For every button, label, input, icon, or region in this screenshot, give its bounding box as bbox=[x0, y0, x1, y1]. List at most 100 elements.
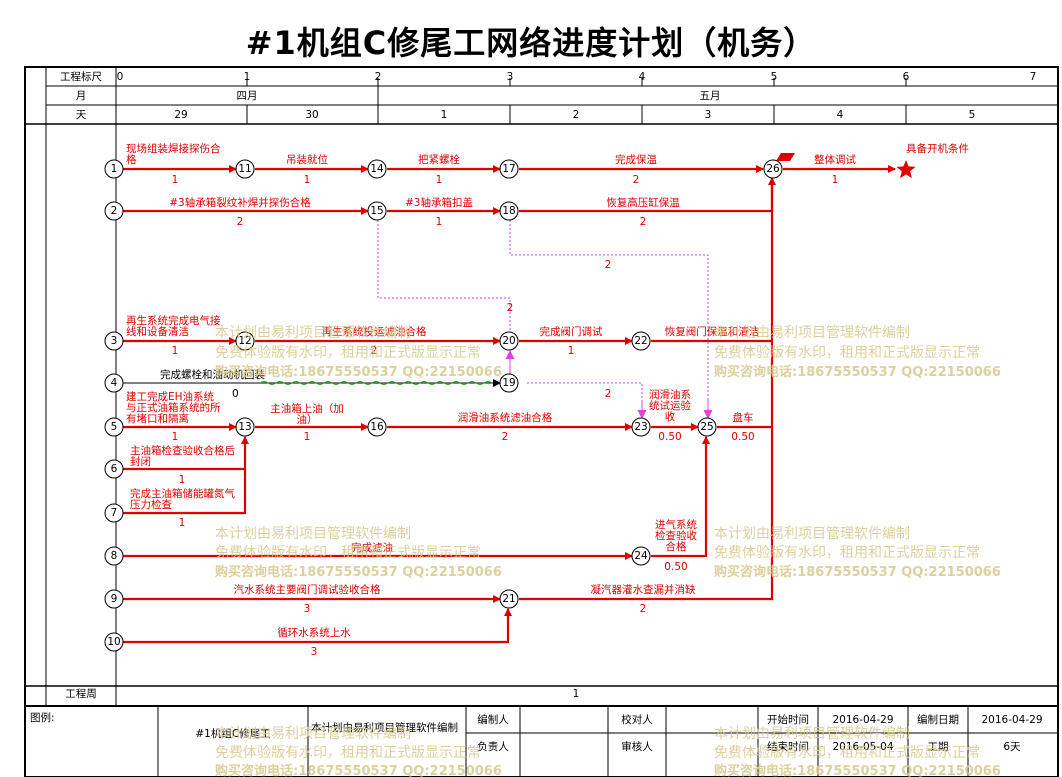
watermark-line: 免费体验版有水印，租用和正式版显示正常 bbox=[215, 745, 481, 761]
activity-label: 进气系统检查验收合格 bbox=[655, 518, 697, 553]
scale-tick-label: 5 bbox=[771, 71, 778, 83]
node-circle bbox=[499, 373, 519, 393]
node-circle bbox=[104, 632, 124, 652]
activity-arrow bbox=[123, 608, 512, 644]
node-circle bbox=[104, 503, 124, 523]
node-number: 21 bbox=[502, 593, 515, 605]
node-25: 25 bbox=[697, 417, 717, 437]
node-18: 18 bbox=[499, 201, 519, 221]
node-2: 2 bbox=[104, 201, 124, 221]
scale-tick-label: 1 bbox=[244, 71, 251, 83]
watermark-line: 本计划由易利项目管理软件编制 bbox=[714, 726, 910, 742]
activity-label: #3轴承箱裂纹补焊并探伤合格 bbox=[169, 196, 311, 209]
node-19: 19 bbox=[499, 373, 519, 393]
activity-label: 凝汽器灌水查漏并消缺 bbox=[591, 583, 696, 596]
activity-duration: 2 bbox=[371, 345, 378, 357]
activity-duration: 2 bbox=[502, 431, 509, 443]
auditor-label: 审核人 bbox=[621, 740, 653, 753]
activity-duration: 0.50 bbox=[731, 431, 754, 443]
node-number: 14 bbox=[370, 163, 384, 175]
activity-label: 完成阀门调试 bbox=[540, 325, 603, 338]
activity-duration: 0.50 bbox=[658, 431, 681, 443]
legend-label: 图例: bbox=[30, 711, 55, 724]
node-7: 7 bbox=[104, 503, 124, 523]
activity-label: 再生系统完成电气接线和设备清洁 bbox=[126, 314, 221, 338]
activity-label: 建工完成EH油系统与正式油箱系统的所有堵口和隔离 bbox=[126, 390, 221, 425]
activity-duration: 1 bbox=[304, 174, 311, 186]
activity-label: 盘车 bbox=[733, 411, 754, 424]
watermark-line: 本计划由易利项目管理软件编制 bbox=[215, 726, 411, 742]
editor-label: 编制人 bbox=[477, 713, 509, 726]
node-number: 1 bbox=[111, 163, 118, 175]
activity-duration: 1 bbox=[568, 345, 575, 357]
activity-label: 完成主油箱储能罐氮气压力检查 bbox=[130, 487, 235, 511]
watermark-block: 本计划由易利项目管理软件编制 免费体验版有水印，租用和正式版显示正常 购买咨询电… bbox=[215, 325, 1001, 777]
node-number: 16 bbox=[370, 421, 384, 433]
activity-label: #3轴承箱扣盖 bbox=[405, 196, 473, 209]
duration-label: 工期 bbox=[928, 741, 949, 753]
node-number: 23 bbox=[634, 421, 647, 433]
activity-duration: 1 bbox=[172, 345, 179, 357]
node-number: 13 bbox=[238, 421, 251, 433]
node-circle bbox=[367, 201, 387, 221]
day-row-label: 天 bbox=[76, 109, 87, 121]
reviewer-label: 校对人 bbox=[621, 713, 653, 726]
activity-duration: 2 bbox=[640, 603, 647, 615]
node-16: 16 bbox=[367, 417, 387, 437]
node-8: 8 bbox=[104, 546, 124, 566]
watermark-line: 购买咨询电话:18675550537 QQ:22150066 bbox=[215, 364, 502, 380]
watermark-line: 本计划由易利项目管理软件编制 bbox=[215, 526, 411, 542]
activity-duration: 0 bbox=[232, 388, 239, 400]
milestone-label: 具备开机条件 bbox=[906, 142, 969, 155]
node-circle bbox=[104, 546, 124, 566]
end-label: 结束时间 bbox=[767, 740, 809, 753]
node-circle bbox=[499, 201, 519, 221]
activity-duration: 2 bbox=[640, 216, 647, 228]
owner-label: 负责人 bbox=[477, 740, 509, 753]
node-6: 6 bbox=[104, 459, 124, 479]
activity-duration: 3 bbox=[311, 646, 318, 658]
software-note: 本计划由易利项目管理软件编制 bbox=[311, 721, 458, 734]
node-26: 26 bbox=[763, 159, 783, 179]
activity-label: 完成保温 bbox=[615, 153, 657, 166]
activity-label: 恢复阀门保温和清洁 bbox=[665, 325, 760, 338]
day-label: 4 bbox=[837, 109, 844, 121]
node-circle bbox=[367, 159, 387, 179]
node-number: 5 bbox=[111, 421, 118, 433]
scale-tick-label: 0 bbox=[117, 71, 124, 83]
watermark-line: 免费体验版有水印，租用和正式版显示正常 bbox=[215, 345, 481, 361]
activity-duration: 1 bbox=[832, 174, 839, 186]
node-circle bbox=[631, 331, 651, 351]
week-row-label: 工程周 bbox=[65, 688, 97, 700]
activity-duration: 3 bbox=[304, 603, 311, 615]
node-number: 17 bbox=[502, 163, 515, 175]
activity-duration: 2 bbox=[237, 216, 244, 228]
node-number: 3 bbox=[111, 335, 118, 347]
node-5: 5 bbox=[104, 417, 124, 437]
watermark-line: 购买咨询电话:18675550537 QQ:22150066 bbox=[215, 564, 502, 580]
activity-label: 润滑油系统滤油合格 bbox=[458, 411, 553, 424]
activity-label: 把紧螺栓 bbox=[418, 153, 460, 166]
footer-grid bbox=[157, 706, 1058, 777]
node-circle bbox=[104, 417, 124, 437]
day-label: 29 bbox=[174, 109, 187, 121]
dummy-duration: 2 bbox=[605, 388, 612, 400]
node-4: 4 bbox=[104, 373, 124, 393]
node-12: 12 bbox=[235, 331, 255, 351]
activity-label: 完成螺栓和油动机回装 bbox=[160, 368, 265, 381]
watermark-line: 本计划由易利项目管理软件编制 bbox=[714, 325, 910, 341]
edit-date-value: 2016-04-29 bbox=[981, 714, 1042, 726]
node-circle bbox=[104, 459, 124, 479]
scale-tick-label: 3 bbox=[507, 71, 514, 83]
scale-tick-label: 4 bbox=[639, 71, 646, 83]
end-value: 2016-05-04 bbox=[832, 741, 893, 753]
node-circle bbox=[499, 331, 519, 351]
activity-duration: 1 bbox=[436, 216, 443, 228]
node-circle bbox=[697, 417, 717, 437]
node-number: 25 bbox=[700, 421, 713, 433]
watermark-line: 购买咨询电话:18675550537 QQ:22150066 bbox=[714, 763, 1001, 777]
activity-duration: 1 bbox=[179, 517, 186, 529]
node-circle bbox=[104, 201, 124, 221]
node-circle bbox=[631, 546, 651, 566]
